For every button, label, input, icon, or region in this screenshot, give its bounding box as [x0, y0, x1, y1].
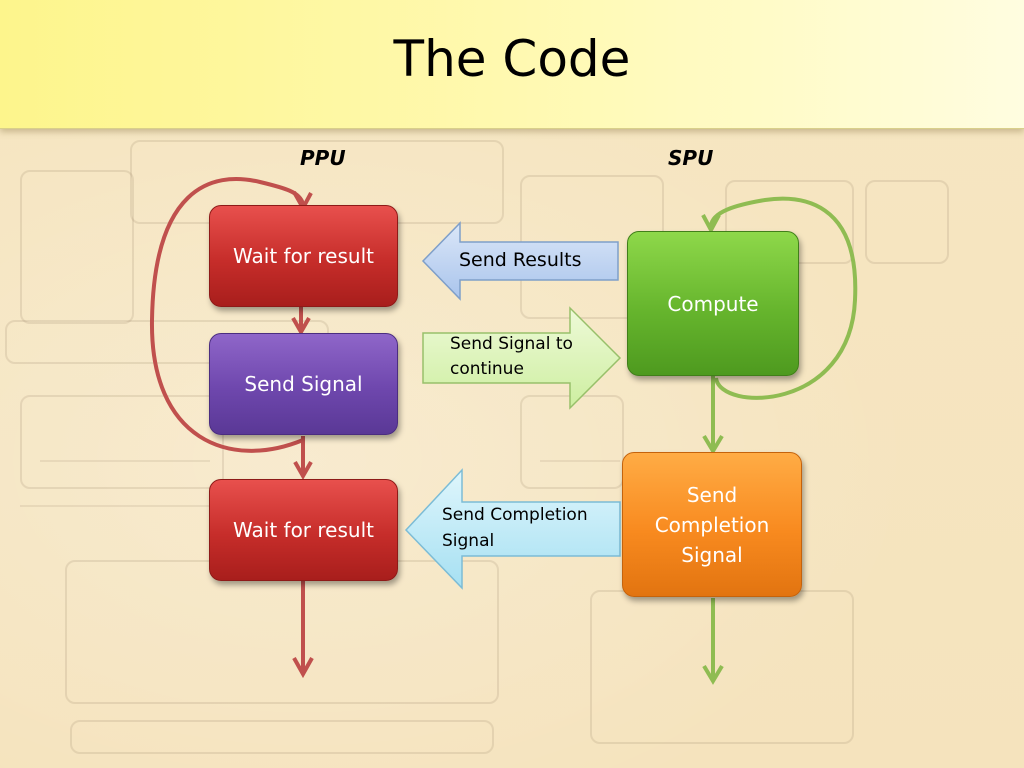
ppu-arrow-signal-to-wait-head	[293, 461, 313, 481]
background-ghost-figure	[20, 170, 134, 324]
ppu-send-signal-box: Send Signal	[209, 333, 398, 435]
background-ghost-figure	[70, 720, 494, 754]
ppu-arrow-exit-head	[292, 657, 314, 679]
spu-arrow-exit-head	[702, 664, 724, 685]
background-ghost-line	[540, 460, 620, 462]
send-completion-signal-arrow	[404, 468, 621, 590]
send-results-arrow	[421, 221, 619, 301]
spu-send-completion-label: Send Completion Signal	[654, 482, 770, 567]
spu-column-label: SPU	[668, 146, 714, 170]
send-completion-signal-label: Send Completion Signal	[442, 505, 588, 551]
ppu-column-label: PPU	[300, 146, 346, 170]
spu-compute-box: Compute	[627, 231, 799, 376]
slide-title: The Code	[393, 30, 631, 88]
spu-send-completion-box: Send Completion Signal	[622, 452, 802, 597]
ppu-wait-for-result-label: Wait for result	[233, 244, 374, 268]
spu-loop-arrow	[709, 196, 858, 400]
ppu-arrow-wait-to-signal-head	[291, 317, 311, 337]
spu-arrow-compute-to-completion-head	[702, 434, 724, 455]
background-ghost-figure	[20, 395, 224, 489]
spu-compute-label: Compute	[667, 291, 759, 316]
ppu-send-signal-label: Send Signal	[244, 372, 363, 396]
ppu-wait-for-result-final-box: Wait for result	[209, 479, 398, 581]
ppu-wait-for-result-box: Wait for result	[209, 205, 398, 307]
send-results-label: Send Results	[459, 249, 582, 271]
background-ghost-line	[20, 505, 210, 507]
spu-loop-arrowhead	[701, 214, 721, 235]
ppu-loop-arrow	[149, 177, 305, 453]
send-signal-continue-label: Send Signal to continue	[450, 334, 573, 379]
background-ghost-line	[40, 460, 210, 462]
send-signal-continue-arrow	[422, 306, 622, 410]
background-ghost-figure	[865, 180, 949, 264]
ppu-wait-for-result-final-label: Wait for result	[233, 518, 374, 542]
title-bar: The Code	[0, 0, 1024, 129]
